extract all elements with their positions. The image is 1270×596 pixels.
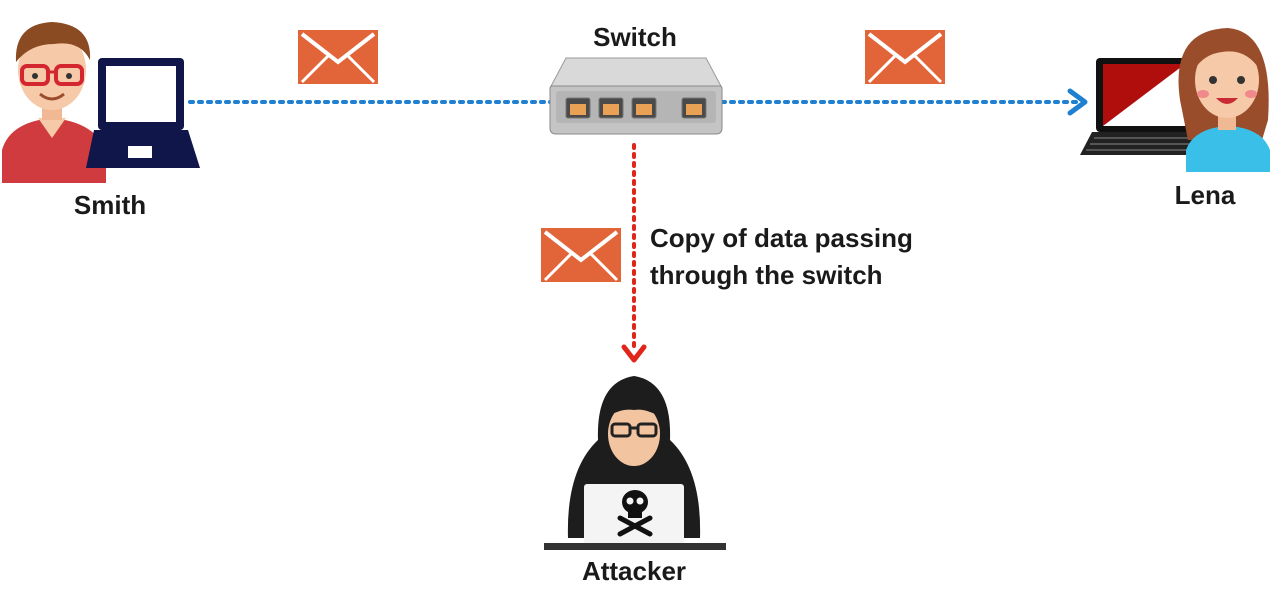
laptop-icon (86, 58, 200, 168)
attacker-label: Attacker (581, 556, 687, 586)
person-female-icon (1178, 28, 1270, 172)
arrowhead-to-lena (1067, 88, 1088, 116)
switch-icon (549, 57, 723, 135)
switch-label: Switch (593, 22, 677, 52)
hacker-icon (544, 376, 726, 550)
laptop-icon (1080, 58, 1208, 155)
arrowhead-to-attacker (621, 344, 647, 363)
envelope-icon (539, 226, 623, 284)
person-male-icon (2, 22, 106, 183)
mirror-caption-line-1: Copy of data passing (650, 223, 913, 253)
skull-icon (617, 490, 653, 537)
mirror-caption-line-2: through the switch (650, 260, 883, 290)
smith-label: Smith (73, 190, 147, 220)
lena-label: Lena (1174, 180, 1236, 210)
mirror-caption: Copy of data passing through the switch (650, 220, 913, 294)
envelope-icon (296, 28, 380, 86)
envelope-icon (863, 28, 947, 86)
